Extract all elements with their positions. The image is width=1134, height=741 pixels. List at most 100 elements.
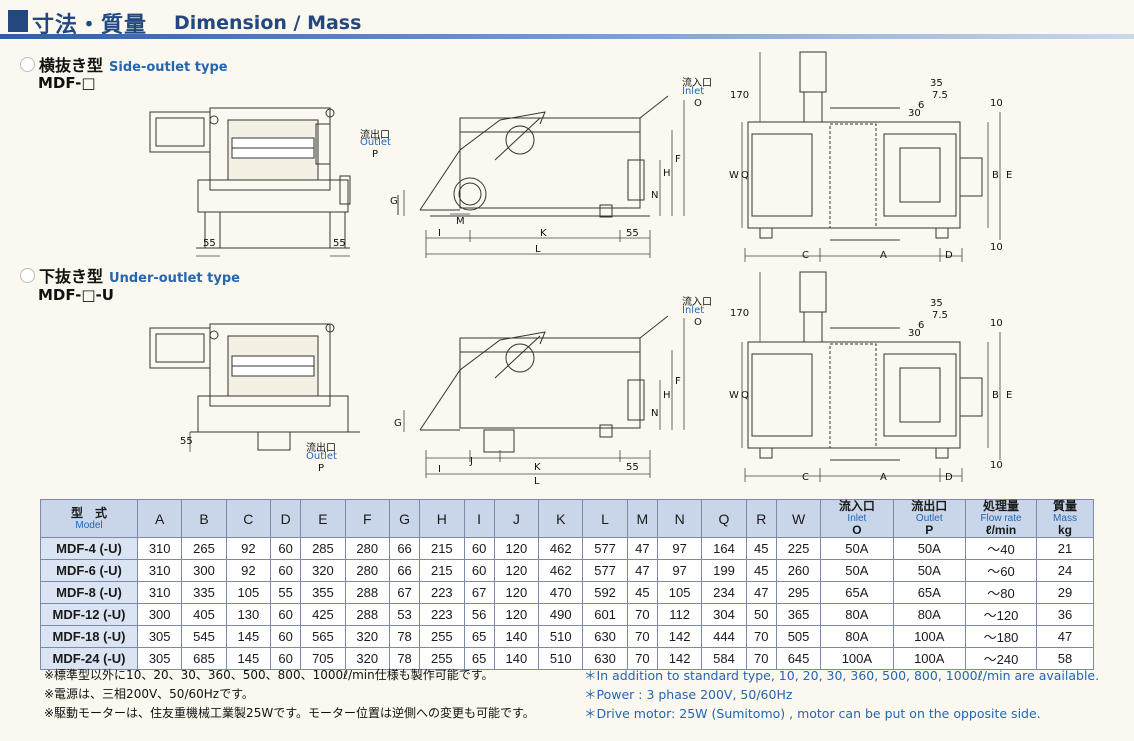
label-P: P: [318, 463, 325, 474]
table-cell: 65A: [820, 581, 894, 604]
table-cell: 285: [300, 537, 346, 560]
label-10: 10: [990, 98, 1003, 109]
table-cell: 36: [1036, 603, 1094, 626]
note-en: ＊Drive motor: 25W (Sumitomo) , motor can…: [584, 706, 1041, 721]
table-cell: 78: [388, 625, 421, 648]
table-cell: 280: [344, 559, 390, 582]
table-cell: 80A: [820, 625, 894, 648]
table-cell: 142: [656, 625, 703, 648]
table-cell: 100A: [820, 647, 894, 670]
side-top-view: [747, 51, 983, 241]
table-cell: 645: [775, 647, 822, 670]
table-cell: 97: [656, 537, 703, 560]
table-cell: ～120: [965, 603, 1037, 626]
table-cell: 300: [136, 603, 183, 626]
col-header: G: [388, 499, 421, 538]
table-cell: 705: [300, 647, 346, 670]
col-header: D: [270, 499, 302, 538]
label-E: E: [1006, 390, 1013, 401]
label-inlet-jp: 流入口: [682, 297, 712, 308]
table-cell: 60: [270, 647, 302, 670]
table-cell: 510: [538, 625, 584, 648]
table-cell: 58: [1036, 647, 1094, 670]
table-cell: 255: [419, 625, 465, 648]
table-cell: 215: [419, 559, 465, 582]
label-55: 55: [626, 462, 639, 473]
table-cell: 50A: [820, 559, 894, 582]
col-header: N: [656, 499, 703, 538]
table-cell: 130: [225, 603, 272, 626]
label-O: O: [694, 98, 702, 109]
table-cell: 320: [344, 647, 390, 670]
note-en: ＊In addition to standard type, 10, 20, 3…: [584, 668, 1100, 683]
label-7.5: 7.5: [932, 90, 948, 101]
label-170: 170: [730, 90, 750, 101]
table-cell: 92: [225, 559, 272, 582]
label-W: W: [729, 170, 739, 181]
model-cell: MDF-12 (-U): [40, 603, 138, 626]
label-B: B: [992, 390, 999, 401]
side-outlet-title-en: Side-outlet type: [109, 60, 228, 75]
table-cell: 97: [656, 559, 703, 582]
table-cell: 304: [701, 603, 747, 626]
under-outlet-title-jp: 下抜き型: [39, 267, 104, 286]
table-cell: 310: [136, 537, 183, 560]
side-side-view: [397, 95, 669, 218]
model-cell: MDF-4 (-U): [40, 537, 138, 560]
table-cell: ～60: [965, 559, 1037, 582]
label-J: J: [470, 456, 473, 467]
table-cell: 70: [626, 603, 658, 626]
label-P: P: [372, 149, 379, 160]
table-cell: 78: [388, 647, 421, 670]
label-outlet-jp: 流出口: [360, 130, 390, 141]
col-header: Q: [701, 499, 747, 538]
table-cell: 444: [701, 625, 747, 648]
label-D: D: [945, 250, 953, 261]
table-cell: 685: [181, 647, 227, 670]
page-header: 寸法・質量 Dimension / Mass: [0, 0, 1134, 42]
label-30: 30: [908, 108, 921, 119]
table-cell: ～80: [965, 581, 1037, 604]
note-en: ＊Power : 3 phase 200V, 50/60Hz: [584, 687, 793, 702]
table-cell: 67: [463, 581, 495, 604]
table-cell: 53: [388, 603, 421, 626]
col-header: F: [344, 499, 390, 538]
table-cell: 100A: [892, 625, 967, 648]
table-cell: 470: [538, 581, 584, 604]
table-cell: 47: [745, 581, 777, 604]
label-A: A: [880, 472, 887, 483]
under-front-view: [149, 323, 360, 451]
under-outlet-title-en: Under-outlet type: [109, 271, 240, 286]
col-header: A: [136, 499, 183, 538]
table-cell: 47: [626, 559, 658, 582]
table-cell: 92: [225, 537, 272, 560]
model-cell: MDF-18 (-U): [40, 625, 138, 648]
note-jp: ※電源は、三相200V、50/60Hzです。: [44, 687, 254, 701]
table-cell: 425: [300, 603, 346, 626]
table-cell: 70: [626, 625, 658, 648]
table-cell: 199: [701, 559, 747, 582]
label-E: E: [1006, 170, 1013, 181]
label-N: N: [651, 190, 659, 201]
table-cell: 490: [538, 603, 584, 626]
table-cell: ～180: [965, 625, 1037, 648]
model-cell: MDF-8 (-U): [40, 581, 138, 604]
label-55: 55: [333, 238, 346, 249]
table-cell: 288: [344, 581, 390, 604]
table-cell: 335: [181, 581, 227, 604]
label-outlet-en: Outlet: [306, 451, 337, 462]
label-H: H: [663, 168, 671, 179]
table-cell: 405: [181, 603, 227, 626]
label-I: I: [438, 464, 441, 475]
label-A: A: [880, 250, 887, 261]
table-cell: 120: [493, 603, 540, 626]
table-cell: 145: [225, 647, 272, 670]
table-cell: 577: [582, 559, 628, 582]
table-cell: 65: [463, 647, 495, 670]
